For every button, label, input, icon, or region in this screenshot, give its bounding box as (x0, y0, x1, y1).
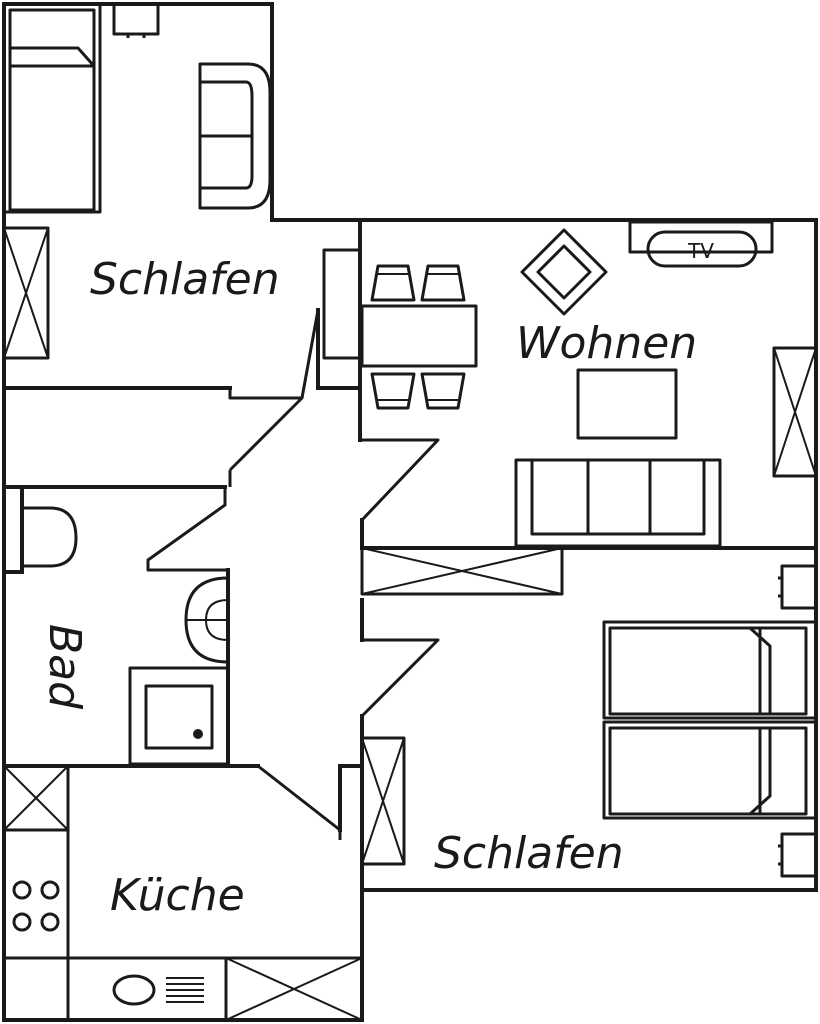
windows (2, 226, 818, 1022)
bottom-bedroom-furniture: Schlafen (434, 564, 818, 879)
room-label-bedroom-bottom: Schlafen (434, 828, 624, 879)
room-label-kitchen: Küche (110, 870, 245, 921)
bathroom-fixtures: Bad (22, 506, 230, 766)
room-label-bedroom-top: Schlafen (90, 254, 280, 305)
tv-label: TV (687, 239, 714, 263)
top-bedroom-furniture: Schlafen (2, 2, 280, 305)
door-swings (146, 309, 440, 840)
room-label-bath: Bad (39, 624, 90, 710)
kitchen-fixtures: Küche (4, 766, 362, 1020)
living-room-furniture: TV Wohnen (322, 220, 774, 548)
room-label-living: Wohnen (516, 318, 697, 369)
